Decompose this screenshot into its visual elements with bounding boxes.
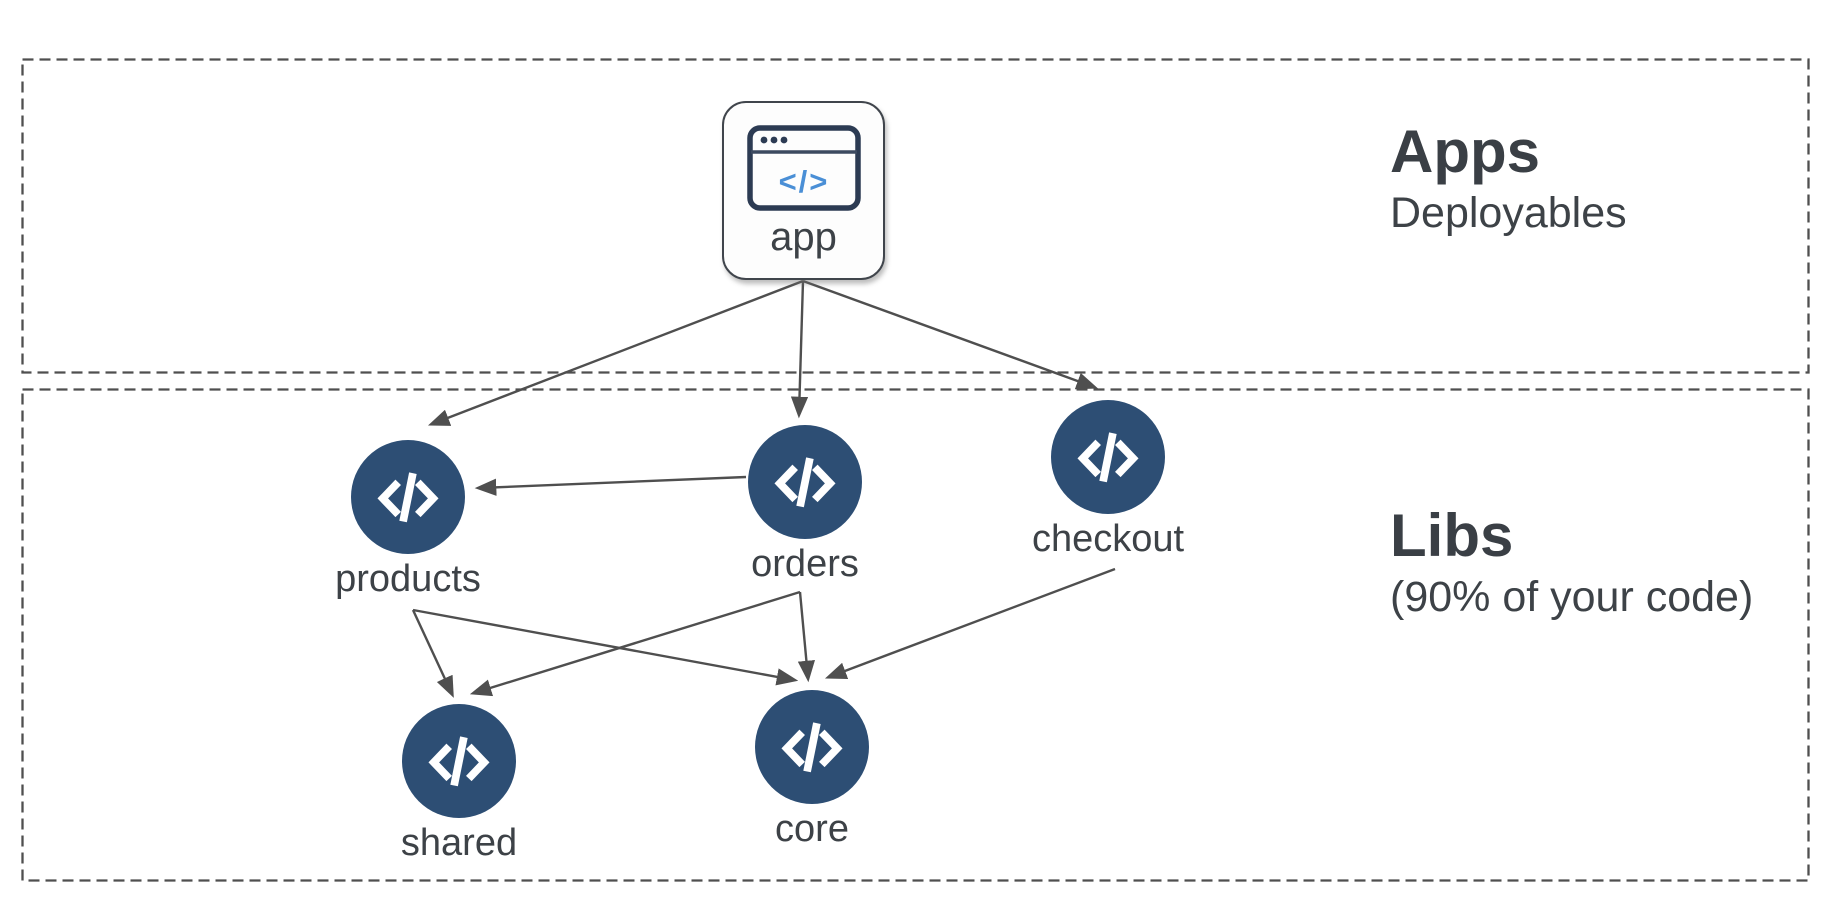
node-core-label: core [775,808,849,850]
code-icon [748,425,862,539]
apps-region-title: Apps [1390,118,1540,185]
node-core: core [697,690,927,851]
node-shared: shared [344,704,574,865]
libs-region-subtitle: (90% of your code) [1390,572,1754,621]
svg-text:</>: </> [778,164,829,199]
node-orders: orders [690,425,920,586]
libs-region-title: Libs [1390,502,1514,569]
libs-region: Libs (90% of your code) [21,388,1810,882]
code-icon [1051,400,1165,514]
code-icon [351,440,465,554]
code-icon [402,704,516,818]
node-checkout-label: checkout [1031,518,1185,560]
apps-region: Apps Deployables [21,58,1810,374]
node-products-label: products [335,558,481,600]
node-checkout: checkout [993,400,1223,561]
apps-region-subtitle: Deployables [1390,188,1627,237]
node-orders-label: orders [751,543,859,585]
apps-region-label: Apps Deployables [1390,118,1627,238]
node-products: products [293,440,523,601]
libs-region-dashed-border [21,388,1810,882]
browser-code-icon: </> [746,125,861,211]
libs-region-label: Libs (90% of your code) [1390,502,1754,622]
node-shared-label: shared [400,822,518,864]
code-icon [755,690,869,804]
node-app-label: app [770,215,837,259]
node-app: </> app [722,101,885,280]
